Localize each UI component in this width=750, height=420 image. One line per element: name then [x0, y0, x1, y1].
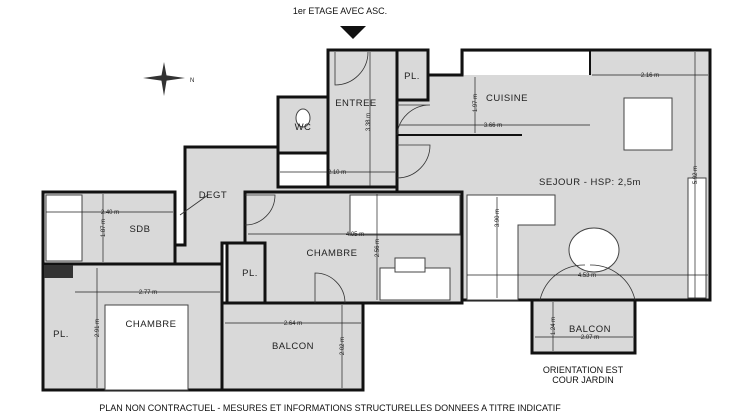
- label-placard-entree: PL.: [404, 71, 420, 82]
- dim-sdb-h: 1.87 m: [101, 219, 107, 237]
- chair: [394, 257, 426, 273]
- sdb-door[interactable]: [179, 194, 209, 216]
- dim-balcon-gauche-h: 2.02 m: [340, 337, 346, 355]
- dim-sejour-w: 4.53 m: [578, 273, 596, 279]
- round-table: [568, 227, 620, 273]
- entry-door[interactable]: [334, 51, 369, 86]
- dim-entree-h: 3.38 m: [366, 113, 372, 131]
- label-balcon-gauche: BALCON: [272, 341, 314, 352]
- kitchen-door[interactable]: [396, 104, 431, 136]
- dim-sejour-h2: 3.90 m: [495, 209, 501, 227]
- label-entree: ENTREE: [335, 98, 377, 109]
- north-label: N: [190, 78, 194, 84]
- sejour-door[interactable]: [396, 144, 431, 179]
- dim-balcon-droite-h: 1.24 m: [551, 317, 557, 335]
- dim-chambre-gauche-h: 2.91 m: [95, 319, 101, 337]
- dim-cuisine-w: 3.66 m: [484, 123, 502, 129]
- entrance-arrow-icon: [340, 26, 366, 39]
- room-placard-centre: [225, 241, 267, 305]
- label-chambre-gauche: CHAMBRE: [125, 319, 176, 330]
- corner-sofa: [466, 194, 556, 301]
- dim-balcon-droite-w: 2.07 m: [581, 335, 599, 341]
- dim-sejour-w-top: 2.16 m: [641, 73, 659, 79]
- orientation-line1: ORIENTATION EST: [543, 365, 624, 375]
- label-balcon-droite: BALCON: [569, 324, 611, 335]
- dim-chambre-gauche-w: 2.77 m: [139, 290, 157, 296]
- dim-sejour-h: 5.92 m: [693, 166, 699, 184]
- room-balcon-gauche: [220, 301, 365, 392]
- dim-cuisine-h: 1.97 m: [473, 94, 479, 112]
- floor-label: 1er ETAGE AVEC ASC.: [293, 6, 387, 16]
- label-wc: WC: [295, 122, 312, 133]
- bed: [104, 304, 189, 391]
- dim-balcon-gauche-w: 2.64 m: [284, 321, 302, 327]
- cabinet: [687, 177, 707, 299]
- kitchen-counter: [464, 52, 590, 75]
- label-chambre-centre: CHAMBRE: [306, 248, 357, 259]
- balcony-door[interactable]: [314, 272, 346, 304]
- desk: [379, 267, 451, 301]
- label-sdb: SDB: [129, 224, 150, 235]
- dim-chambre-centre-h: 2.56 m: [375, 239, 381, 257]
- label-sejour: SEJOUR - HSP: 2,5m: [539, 177, 641, 188]
- label-cuisine: CUISINE: [486, 93, 528, 104]
- french-doors[interactable]: [539, 264, 636, 301]
- bathtub: [45, 194, 83, 262]
- dim-chambre-centre-w: 4.05 m: [346, 232, 364, 238]
- chambre-door[interactable]: [244, 194, 276, 226]
- disclaimer: PLAN NON CONTRACTUEL - MESURES ET INFORM…: [99, 403, 561, 413]
- dim-sdb-w: 2.40 m: [101, 210, 119, 216]
- sofa: [349, 194, 461, 236]
- dining-table: [623, 97, 673, 151]
- compass-rose-icon: [143, 62, 185, 96]
- label-placard-gauche: PL.: [53, 329, 69, 340]
- label-placard-centre: PL.: [242, 268, 258, 279]
- orientation-line2: COUR JARDIN: [552, 375, 614, 385]
- toilet: [295, 108, 311, 128]
- dim-degt-w: 2.10 m: [328, 170, 346, 176]
- label-degt: DEGT: [199, 190, 227, 201]
- room-balcon-droite: [530, 298, 637, 355]
